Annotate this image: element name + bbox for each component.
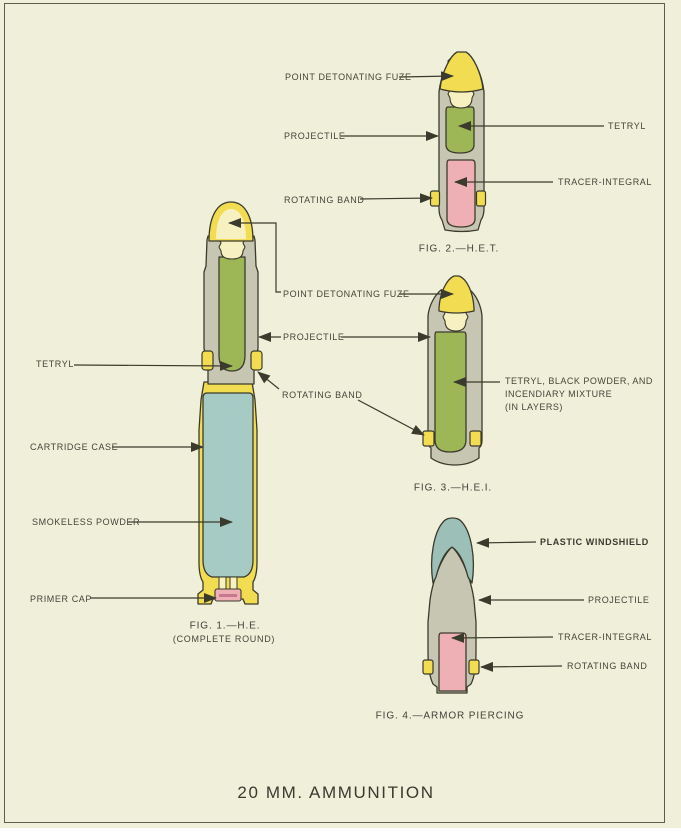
fig4-rotating-band-right: [468, 659, 480, 675]
page-border: [4, 3, 665, 823]
label-fig3-filler: TETRYL, BLACK POWDER, AND INCENDIARY MIX…: [505, 375, 653, 414]
label-shared-projectile: PROJECTILE: [283, 332, 345, 342]
fig1-primer-post-right: [229, 576, 238, 591]
label-fig3-filler-line1: TETRYL, BLACK POWDER, AND: [505, 376, 653, 386]
label-fig3-filler-line2: INCENDIARY MIXTURE: [505, 389, 613, 399]
label-fig2-point-detonating-fuze: POINT DETONATING FUZE: [285, 72, 412, 82]
leader-fig1-tetryl: [73, 360, 233, 371]
label-fig4-rotating-band: ROTATING BAND: [567, 661, 648, 671]
fig3-filler: [434, 331, 467, 453]
fig1-primer-post-left: [218, 576, 227, 591]
label-shared-rotating-band: ROTATING BAND: [282, 390, 363, 400]
caption-fig2: FIG. 2.—H.E.T.: [418, 243, 500, 255]
scan-page-edge: [0, 828, 681, 837]
leader-fig2-fuze: [398, 71, 454, 82]
leader-shared-band-to-fig1: [257, 371, 280, 390]
label-fig4-plastic-windshield: PLASTIC WINDSHIELD: [540, 537, 649, 547]
fig4-tracer: [438, 632, 467, 692]
fig1-fuze-plug: [218, 238, 246, 260]
leader-fig4-tracer: [451, 632, 554, 643]
label-fig2-tracer: TRACER-INTEGRAL: [558, 177, 653, 187]
label-fig2-projectile: PROJECTILE: [284, 131, 346, 141]
fig3-point-detonating-fuze: [438, 275, 475, 314]
fig1-tetryl-filler: [218, 256, 246, 372]
label-shared-point-detonating-fuze: POINT DETONATING FUZE: [283, 289, 410, 299]
fig4-rotating-band-left: [422, 659, 434, 675]
leader-shared-band-to-fig3: [357, 399, 425, 436]
caption-fig4: FIG. 4.—ARMOR PIERCING: [375, 710, 525, 722]
fig4-plastic-windshield: [430, 517, 475, 584]
label-fig2-rotating-band: ROTATING BAND: [284, 195, 365, 205]
fig2-point-detonating-fuze: [439, 51, 484, 93]
label-fig1-primer-cap: PRIMER CAP: [30, 594, 93, 604]
page-title: 20 MM. AMMUNITION: [237, 783, 435, 802]
fig1-primer-stripe: [219, 594, 237, 597]
label-fig4-projectile: PROJECTILE: [588, 595, 650, 605]
label-fig1-cartridge-case: CARTRIDGE CASE: [30, 442, 119, 452]
label-fig4-tracer: TRACER-INTEGRAL: [558, 632, 653, 642]
fig2-rotating-band-right: [475, 190, 487, 207]
fig2-tracer: [446, 159, 476, 228]
fig1-he-complete-round: [197, 201, 263, 605]
label-fig1-smokeless-powder: SMOKELESS POWDER: [32, 517, 141, 527]
caption-fig3: FIG. 3.—H.E.I.: [413, 482, 493, 494]
leader-lines: [73, 71, 604, 672]
leader-fig4-rotating-band: [480, 661, 563, 672]
leader-fig2-rotating-band: [359, 193, 433, 204]
subcaption-fig1: (COMPLETE ROUND): [172, 634, 276, 644]
caption-fig1: FIG. 1.—H.E.: [189, 620, 261, 632]
fig3-hei-shell: [422, 275, 483, 466]
fig1-rotating-band-left: [201, 350, 214, 371]
fig4-armor-piercing-shell: [422, 517, 480, 694]
fig1-rotating-band-right: [250, 350, 263, 371]
fig3-rotating-band-right: [469, 430, 482, 447]
label-fig2-tetryl: TETRYL: [608, 121, 646, 131]
label-fig1-tetryl: TETRYL: [36, 359, 74, 369]
leader-shared-fuze-to-fig1: [228, 218, 281, 293]
label-fig3-filler-line3: (IN LAYERS): [505, 402, 563, 412]
fig2-het-shell: [429, 51, 487, 233]
fig3-rotating-band-left: [422, 430, 435, 447]
fig2-green-tetryl: [445, 106, 475, 154]
fig3-fuze-plug: [442, 308, 469, 332]
fig1-smokeless-powder: [202, 392, 254, 578]
leader-fig4-windshield: [476, 537, 537, 548]
